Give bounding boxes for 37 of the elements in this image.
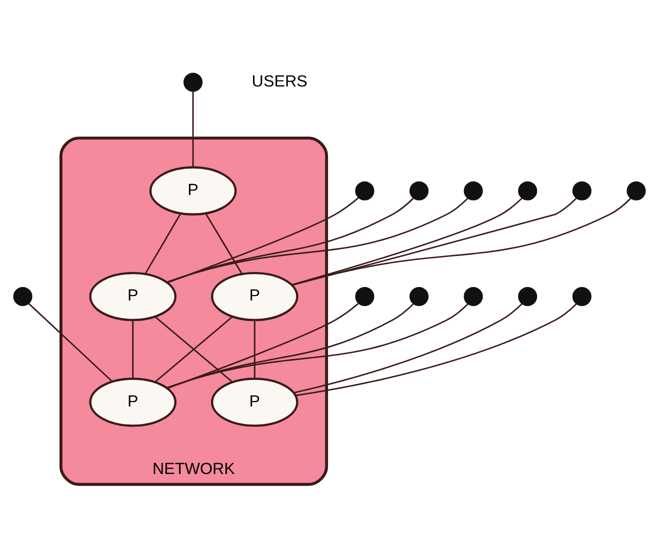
node-circle bbox=[355, 287, 374, 306]
node-circle bbox=[409, 287, 429, 306]
connector bbox=[292, 198, 577, 286]
label: USERS bbox=[252, 72, 308, 90]
connector bbox=[254, 320, 256, 378]
connector bbox=[167, 302, 360, 389]
node-ellipse: P bbox=[89, 378, 176, 427]
connector bbox=[167, 197, 360, 284]
node-circle bbox=[183, 72, 203, 92]
node-ellipse: P bbox=[149, 166, 237, 216]
node-circle bbox=[626, 181, 646, 200]
node-ellipse: P bbox=[211, 272, 298, 322]
connector bbox=[167, 303, 414, 389]
connector bbox=[28, 303, 112, 382]
connector bbox=[144, 213, 182, 274]
node-circle bbox=[464, 181, 483, 200]
connector bbox=[192, 91, 194, 168]
node-ellipse: P bbox=[211, 378, 298, 427]
connector bbox=[294, 303, 523, 394]
node-circle bbox=[13, 287, 32, 306]
node-ellipse: P bbox=[89, 272, 176, 322]
node-circle bbox=[464, 287, 483, 306]
node-circle bbox=[518, 181, 538, 200]
node-circle bbox=[409, 181, 429, 200]
connector bbox=[205, 213, 243, 274]
connector bbox=[132, 320, 134, 378]
connector bbox=[166, 303, 468, 388]
node-circle bbox=[572, 181, 592, 200]
connector bbox=[166, 198, 468, 283]
connector bbox=[167, 198, 414, 284]
connector bbox=[292, 198, 632, 286]
connector bbox=[291, 198, 523, 286]
node-circle bbox=[355, 181, 374, 200]
node-circle bbox=[518, 287, 538, 306]
node-circle bbox=[572, 287, 592, 306]
connector bbox=[154, 316, 233, 383]
connector bbox=[296, 303, 577, 396]
